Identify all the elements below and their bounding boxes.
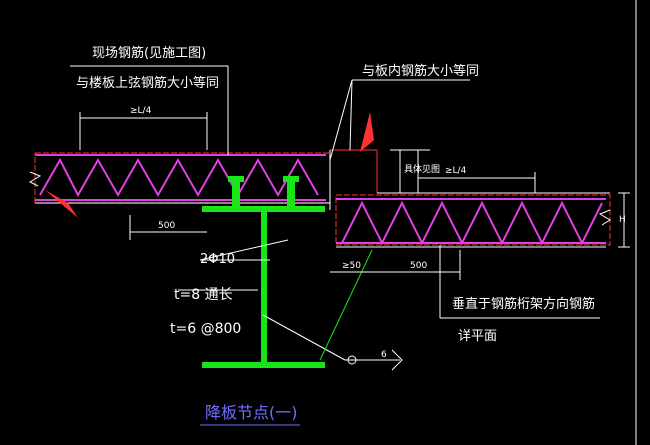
dim-h-label: H (619, 215, 626, 225)
break-mark-left (28, 171, 42, 187)
leader-t6 (262, 314, 346, 361)
label-t6: t=6 @800 (170, 321, 241, 337)
drawing-title: 降板节点(一) (205, 403, 298, 422)
label-t8: t=8 通长 (174, 287, 233, 303)
stud-right (287, 178, 295, 206)
note-perp: 垂直于钢筋桁架方向钢筋 (452, 296, 595, 312)
leader-bars (199, 239, 289, 261)
slab-step (329, 149, 610, 210)
beam-bottom-flange (202, 362, 325, 368)
dim-min-50-label: ≥50 (342, 261, 361, 271)
break-mark-right (598, 209, 611, 226)
note-left-line2: 与楼板上弦钢筋大小等同 (76, 75, 219, 91)
stud-right-head (283, 176, 299, 182)
left-truss-web (39, 157, 319, 198)
section-arrow (391, 349, 403, 371)
dim-small-note: 具体见图 (404, 163, 440, 175)
leader-green (319, 249, 373, 361)
note-left-line1: 现场钢筋(见施工图) (92, 45, 206, 61)
section-circle (347, 355, 357, 365)
arrow-left (45, 190, 78, 218)
beam-web (261, 212, 267, 364)
steel-beam (202, 176, 325, 368)
right-truss-web (341, 200, 603, 246)
dim-right-500-label: 500 (410, 261, 427, 271)
note-right: 与板内钢筋大小等同 (362, 63, 479, 79)
arrow-right (360, 112, 374, 152)
leader-right-2 (329, 79, 353, 161)
dimension-lines (79, 112, 630, 280)
leaders (70, 65, 470, 361)
dim-left-span-label: ≥L/4 (130, 106, 152, 116)
label-section-num: 6 (381, 350, 387, 360)
right-slab (335, 194, 611, 248)
beam-top-flange (202, 206, 325, 212)
dim-right-span-label: ≥L/4 (445, 166, 467, 176)
leader-right-3 (349, 79, 353, 151)
label-bars: 2Φ10 (200, 252, 235, 267)
stud-left-head (228, 176, 244, 182)
left-slab (34, 152, 331, 204)
note-detail: 详平面 (458, 329, 497, 344)
dim-left-500-label: 500 (158, 221, 175, 231)
stud-left (232, 178, 240, 206)
